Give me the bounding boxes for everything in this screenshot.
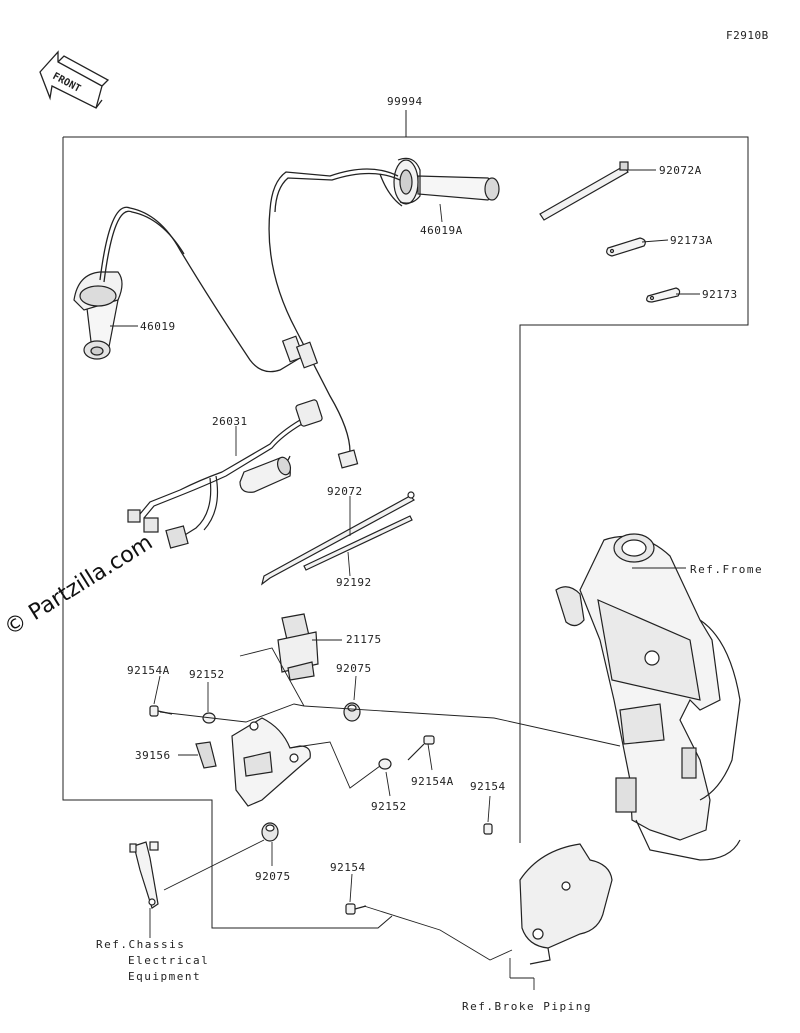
part-label-92152-left: 92152 (189, 668, 225, 681)
bracket-icon (231, 717, 311, 807)
grip-wires (99, 168, 403, 453)
ref-chassis-label-2: Electrical (128, 954, 210, 967)
leader-lines (110, 169, 700, 990)
pad-icon (195, 741, 217, 769)
ref-chassis-label-3: Equipment (128, 970, 202, 983)
clamp-icons (606, 237, 681, 303)
part-label-46019: 46019 (140, 320, 176, 333)
chassis-bracket-icon (129, 841, 159, 909)
part-label-92154-mid: 92154 (470, 780, 506, 793)
right-grip-icon (393, 157, 500, 205)
fastener-icons (149, 702, 493, 915)
part-label-92075-bottom: 92075 (255, 870, 291, 883)
part-label-92152-right: 92152 (371, 800, 407, 813)
part-label-26031: 26031 (212, 415, 248, 428)
ref-chassis-label-1: Ref.Chassis (96, 938, 186, 951)
part-label-92154-bottom: 92154 (330, 861, 366, 874)
part-label-92192: 92192 (336, 576, 372, 589)
kit-outline (62, 110, 749, 929)
band-large-icon (539, 161, 629, 221)
brake-part-icon (519, 843, 613, 965)
part-label-92072: 92072 (327, 485, 363, 498)
part-label-92173: 92173 (702, 288, 738, 301)
part-label-46019A: 46019A (420, 224, 463, 237)
part-label-92072A: 92072A (659, 164, 702, 177)
frame-icon (555, 533, 741, 861)
part-label-92154A-right: 92154A (411, 775, 454, 788)
switch-icon (277, 613, 319, 681)
part-label-99994: 99994 (387, 95, 423, 108)
part-label-92173A: 92173A (670, 234, 713, 247)
part-label-92075-top: 92075 (336, 662, 372, 675)
harness-icon (127, 399, 323, 549)
part-label-39156: 39156 (135, 749, 171, 762)
front-arrow-icon: FRONT (39, 50, 110, 109)
band-icons (261, 491, 415, 586)
figure-code: F2910B (726, 29, 769, 42)
left-grip-icon (73, 271, 123, 360)
part-label-21175: 21175 (346, 633, 382, 646)
grip-connectors (281, 335, 359, 469)
ref-frame-label: Ref.Frome (690, 563, 764, 576)
ref-brake-label: Ref.Broke Piping (462, 1000, 592, 1013)
part-label-92154A-left: 92154A (127, 664, 170, 677)
